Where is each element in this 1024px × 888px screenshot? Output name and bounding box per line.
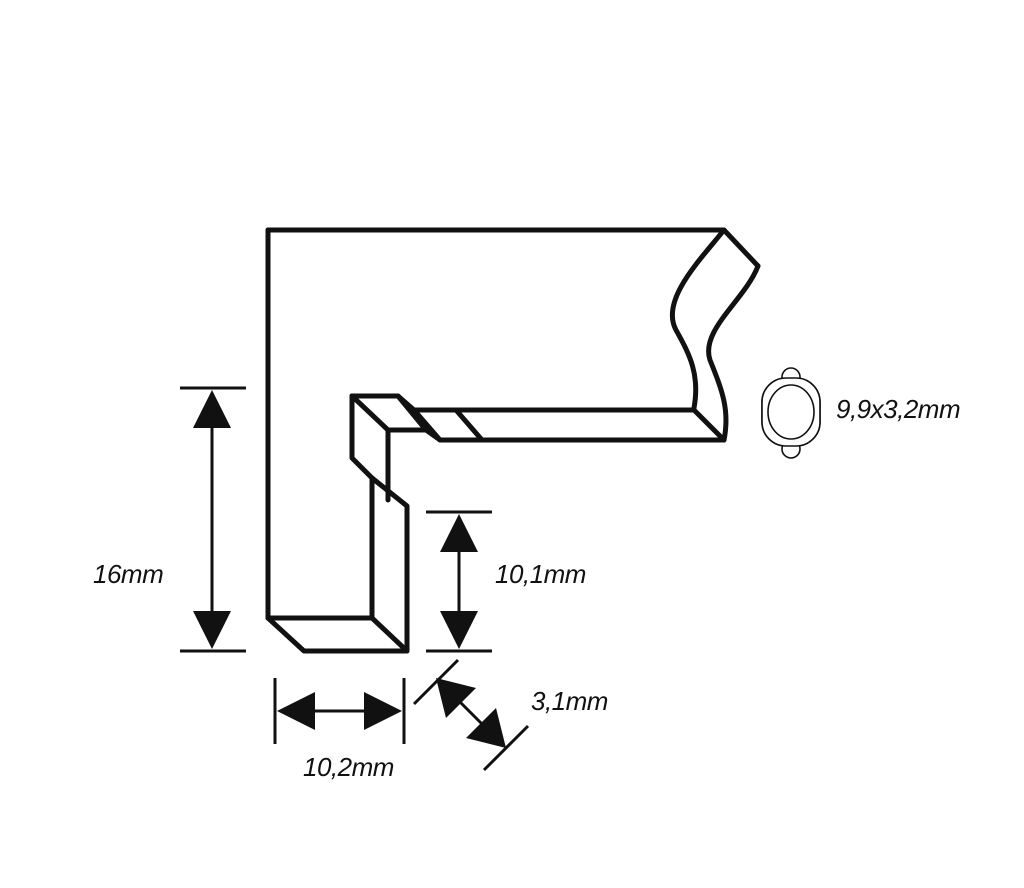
rebate-depth-label: 10,1mm <box>495 559 586 589</box>
rebate-width-dimension <box>412 658 530 772</box>
height-dimension <box>180 386 246 653</box>
sawtooth-hanger-icon <box>761 367 821 459</box>
rebate-depth-dimension <box>426 510 492 653</box>
width-dimension <box>273 678 406 744</box>
hanger-size-label: 9,9x3,2mm <box>836 394 961 424</box>
frame-width-label: 10,2mm <box>303 752 394 782</box>
frame-corner-outline <box>265 227 761 654</box>
rebate-width-label: 3,1mm <box>531 686 608 716</box>
frame-height-label: 16mm <box>93 559 164 589</box>
